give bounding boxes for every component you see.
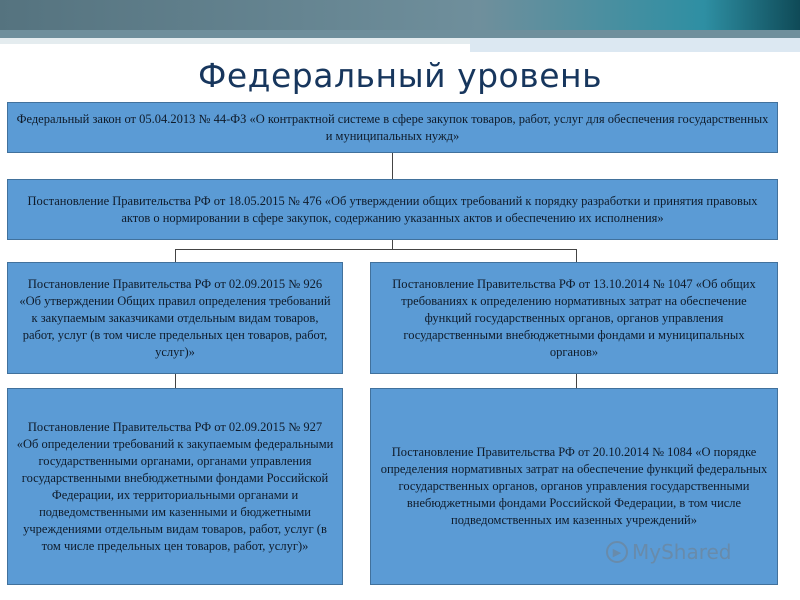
decree-926-box: Постановление Правительства РФ от 02.09.… bbox=[7, 262, 343, 374]
connector-1047-to-1084 bbox=[576, 374, 577, 388]
watermark: ▶ MyShared bbox=[606, 540, 732, 564]
decree-926-text: Постановление Правительства РФ от 02.09.… bbox=[19, 276, 331, 359]
decree-476-text: Постановление Правительства РФ от 18.05.… bbox=[27, 193, 758, 225]
connector-476-down bbox=[392, 240, 393, 250]
decorative-strip bbox=[0, 38, 800, 44]
decree-1084-text: Постановление Правительства РФ от 20.10.… bbox=[380, 445, 768, 527]
decree-476-box: Постановление Правительства РФ от 18.05.… bbox=[7, 179, 778, 240]
decree-1084-box: Постановление Правительства РФ от 20.10.… bbox=[370, 388, 778, 585]
top-bar-accent bbox=[0, 0, 800, 30]
law-text: Федеральный закон от 05.04.2013 № 44-ФЗ … bbox=[16, 111, 769, 143]
watermark-text: MyShared bbox=[632, 540, 732, 564]
watermark-logo-icon: ▶ bbox=[606, 541, 628, 563]
decree-1047-box: Постановление Правительства РФ от 13.10.… bbox=[370, 262, 778, 374]
slide-title: Федеральный уровень bbox=[197, 56, 603, 95]
decree-927-text: Постановление Правительства РФ от 02.09.… bbox=[16, 419, 334, 553]
connector-to-1047 bbox=[576, 249, 577, 262]
decorative-blue-block bbox=[470, 38, 800, 52]
law-box: Федеральный закон от 05.04.2013 № 44-ФЗ … bbox=[7, 102, 778, 153]
decree-1047-text: Постановление Правительства РФ от 13.10.… bbox=[392, 276, 756, 359]
connector-horizontal bbox=[175, 249, 577, 250]
connector-to-926 bbox=[175, 249, 176, 262]
connector-law-to-476 bbox=[392, 153, 393, 179]
decree-927-box: Постановление Правительства РФ от 02.09.… bbox=[7, 388, 343, 585]
connector-926-to-927 bbox=[175, 374, 176, 388]
